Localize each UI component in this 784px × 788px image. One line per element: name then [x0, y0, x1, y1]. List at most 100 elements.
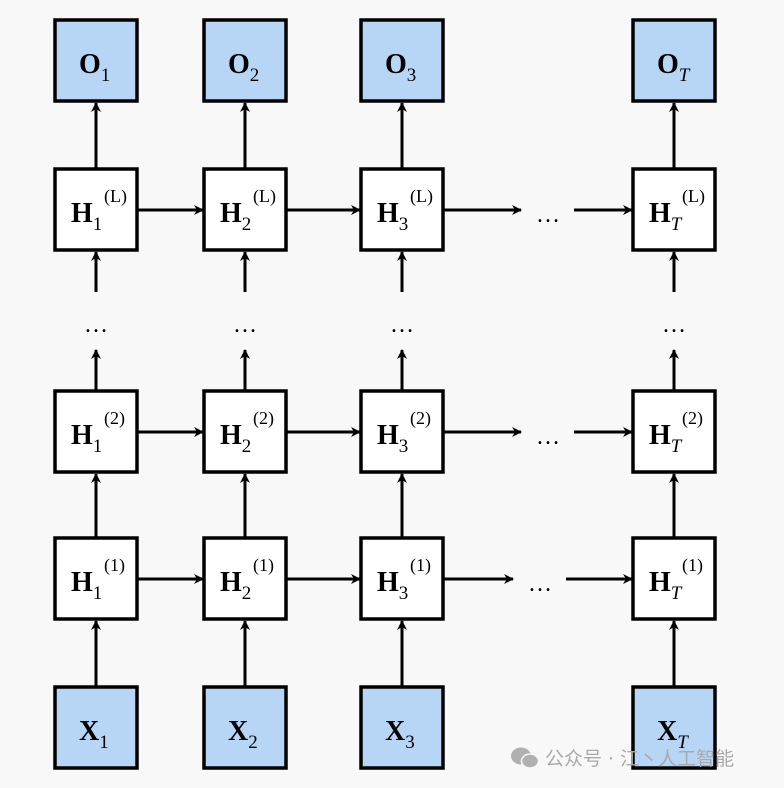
- hidden-node-0-1: H1(L): [53, 167, 139, 252]
- node-label: H3: [377, 420, 408, 457]
- node-box: [53, 389, 139, 474]
- node-superscript: (L): [410, 186, 433, 207]
- node-box: [631, 167, 717, 252]
- node-superscript: (2): [682, 408, 703, 429]
- input-node-3: X3: [359, 685, 445, 770]
- node-symbol: O: [79, 49, 101, 80]
- node-subscript: T: [677, 732, 689, 753]
- node-superscript: (2): [253, 408, 274, 429]
- hidden-node-2-1: H1(1): [53, 536, 139, 621]
- output-node-1: O1: [53, 18, 139, 103]
- hidden-node-1-3: H3(2): [359, 389, 445, 474]
- node-symbol: H: [377, 198, 399, 229]
- node-subscript: T: [671, 436, 683, 457]
- node-box: [202, 685, 288, 770]
- node-label: HT: [649, 420, 683, 457]
- node-box: [359, 18, 445, 103]
- node-box: [359, 389, 445, 474]
- node-box: [53, 167, 139, 252]
- node-label: H1: [71, 198, 102, 235]
- node-label: O2: [228, 49, 259, 86]
- node-label: H1: [71, 420, 102, 457]
- node-label: X2: [228, 716, 258, 753]
- node-subscript: 3: [399, 583, 409, 604]
- vertical-ellipsis: …: [84, 312, 108, 338]
- node-superscript: (1): [104, 555, 125, 576]
- output-node-T: OT: [631, 18, 717, 103]
- node-label: OT: [657, 49, 691, 86]
- node-label: H1: [71, 567, 102, 604]
- node-subscript: 3: [399, 214, 409, 235]
- hidden-node-0-3: H3(L): [359, 167, 445, 252]
- node-symbol: H: [649, 567, 671, 598]
- hidden-node-1-T: HT(2): [631, 389, 717, 474]
- node-symbol: O: [385, 49, 407, 80]
- vertical-ellipsis: …: [662, 312, 686, 338]
- node-label: H2: [220, 420, 251, 457]
- node-subscript: T: [679, 65, 691, 86]
- node-symbol: H: [220, 198, 242, 229]
- node-label: X1: [79, 716, 109, 753]
- node-symbol: H: [71, 420, 93, 451]
- node-label: O1: [79, 49, 110, 86]
- output-node-2: O2: [202, 18, 288, 103]
- watermark: 公众号 · 江丶人工智能: [511, 744, 734, 771]
- hidden-node-1-1: H1(2): [53, 389, 139, 474]
- hidden-node-0-T: HT(L): [631, 167, 717, 252]
- node-superscript: (L): [104, 186, 127, 207]
- node-superscript: (2): [104, 408, 125, 429]
- node-superscript: (1): [253, 555, 274, 576]
- horizontal-ellipsis: …: [536, 202, 560, 228]
- node-superscript: (L): [253, 186, 276, 207]
- node-label: H3: [377, 567, 408, 604]
- node-subscript: 3: [407, 65, 417, 86]
- node-symbol: X: [385, 716, 405, 747]
- node-symbol: X: [228, 716, 248, 747]
- node-box: [53, 536, 139, 621]
- node-box: [631, 536, 717, 621]
- node-symbol: H: [220, 420, 242, 451]
- node-label: HT: [649, 198, 683, 235]
- node-symbol: H: [220, 567, 242, 598]
- node-symbol: H: [649, 198, 671, 229]
- node-superscript: (1): [410, 555, 431, 576]
- node-box: [202, 389, 288, 474]
- horizontal-ellipsis: …: [536, 424, 560, 450]
- hidden-node-0-2: H2(L): [202, 167, 288, 252]
- output-node-3: O3: [359, 18, 445, 103]
- node-box: [631, 389, 717, 474]
- horizontal-ellipsis: …: [528, 571, 552, 597]
- node-subscript: 3: [405, 732, 415, 753]
- node-subscript: 2: [242, 214, 252, 235]
- vertical-ellipsis: …: [390, 312, 414, 338]
- node-subscript: T: [671, 583, 683, 604]
- node-subscript: 2: [248, 732, 258, 753]
- node-subscript: 1: [101, 65, 111, 86]
- node-box: [202, 167, 288, 252]
- node-symbol: X: [79, 716, 99, 747]
- node-symbol: H: [377, 567, 399, 598]
- node-subscript: 2: [242, 436, 252, 457]
- node-subscript: 3: [399, 436, 409, 457]
- node-symbol: O: [657, 49, 679, 80]
- node-box: [53, 18, 139, 103]
- hidden-node-1-2: H2(2): [202, 389, 288, 474]
- node-subscript: 1: [93, 214, 103, 235]
- node-superscript: (2): [410, 408, 431, 429]
- node-label: O3: [385, 49, 416, 86]
- node-box: [631, 18, 717, 103]
- node-box: [202, 536, 288, 621]
- node-subscript: 1: [93, 436, 103, 457]
- vertical-ellipsis: …: [233, 312, 257, 338]
- node-label: H2: [220, 567, 251, 604]
- node-superscript: (1): [682, 555, 703, 576]
- node-label: H2: [220, 198, 251, 235]
- node-subscript: T: [671, 214, 683, 235]
- node-box: [359, 536, 445, 621]
- input-node-1: X1: [53, 685, 139, 770]
- node-symbol: H: [649, 420, 671, 451]
- node-subscript: 2: [242, 583, 252, 604]
- hidden-node-2-2: H2(1): [202, 536, 288, 621]
